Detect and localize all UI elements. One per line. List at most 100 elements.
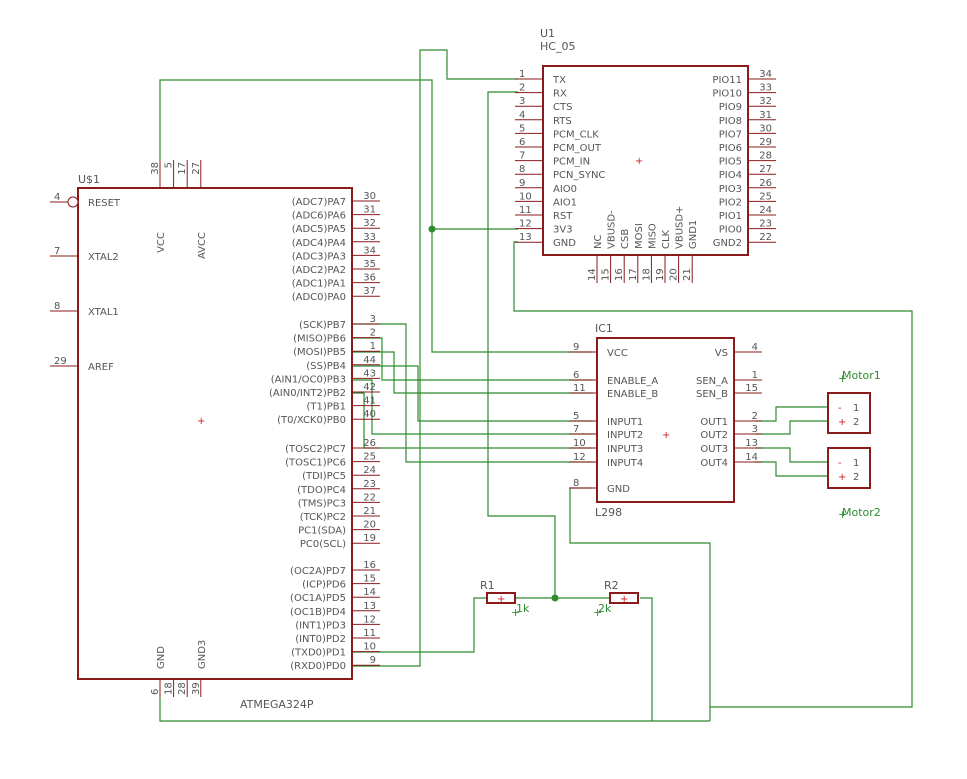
pin-name: (ADC1)PA1	[292, 279, 346, 290]
r2-ref: R2	[604, 579, 619, 592]
atmega-ref: U$1	[78, 173, 100, 186]
pin-name: PIO11	[712, 75, 742, 86]
pin-name: VS	[715, 348, 728, 359]
pin-name: CTS	[553, 102, 572, 113]
wire-out3-m2p1	[755, 447, 828, 463]
atmega-chip: U$1 ATMEGA324P + 4RESET7XTAL28XTAL129ARE…	[50, 160, 380, 711]
pin-number: 19	[655, 268, 666, 281]
motor2-body	[827, 447, 871, 489]
pin-name: PIO5	[719, 157, 742, 168]
junction-vcc	[428, 225, 436, 233]
r2-origin-mark: +	[620, 594, 628, 605]
pin-number: 7	[573, 424, 579, 435]
pin-number: 6	[573, 370, 579, 381]
pin-name: (RXD0)PD0	[290, 661, 346, 672]
wire-r2-gnd	[640, 597, 653, 721]
pin-number: 8	[519, 164, 525, 175]
pin-name: VCC	[607, 348, 628, 359]
pin-name: ENABLE_B	[607, 389, 658, 400]
pin-name: AIO1	[553, 197, 577, 208]
pin-name: (OC1B)PD4	[290, 607, 346, 618]
pin-number: 23	[759, 219, 772, 230]
pin-name: GND	[156, 646, 167, 669]
r2-value: 2k	[598, 602, 612, 615]
motor2-pin2: 2	[853, 472, 859, 483]
motor1-ref-mark: +	[838, 372, 847, 385]
pin-name: (ADC3)PA3	[292, 251, 346, 262]
pin-name: (ADC0)PA0	[292, 292, 346, 303]
pin-number: 1	[519, 69, 525, 80]
l298-driver: IC1 L298 + 9VCC6ENABLE_A11ENABLE_B5INPUT…	[569, 322, 762, 519]
pin-number: 20	[363, 520, 376, 531]
l298-ref: IC1	[595, 322, 613, 335]
wire-pb5-enb	[352, 351, 593, 394]
pin-name: 3V3	[553, 225, 573, 236]
pin-number: 25	[363, 452, 376, 463]
pin-number: 16	[614, 268, 625, 281]
resistor-r1: R1 1k + +	[480, 579, 530, 619]
pin-name: (TCK)PC2	[300, 512, 346, 523]
pin-number: 34	[363, 245, 376, 256]
wire-u1-gnd	[513, 241, 913, 708]
pin-number: 24	[363, 465, 376, 476]
pin-number: 10	[363, 642, 376, 653]
pin-number: 36	[363, 273, 376, 284]
pin-number: 5	[573, 411, 579, 422]
pin-number: 9	[519, 178, 525, 189]
pin-number: 3	[370, 314, 376, 325]
pin-name: PCM_OUT	[553, 143, 602, 154]
r2-value-mark: +	[593, 606, 602, 619]
pin-number: 14	[587, 268, 598, 281]
pin-name: PCM_IN	[553, 157, 590, 168]
pin-number: 25	[759, 191, 772, 202]
pin-number: 13	[745, 438, 758, 449]
pin-number: 15	[601, 268, 612, 281]
pin-number: 18	[641, 268, 652, 281]
pin-number: 4	[54, 192, 60, 203]
pin-number: 28	[177, 682, 188, 695]
pin-name: GND1	[688, 220, 699, 249]
pin-name: (ADC7)PA7	[292, 197, 346, 208]
r2-body	[609, 592, 639, 604]
motor1-pin1-mark: -	[838, 403, 842, 414]
atmega-value: ATMEGA324P	[240, 698, 314, 711]
pin-name: PIO0	[719, 225, 742, 236]
pin-number: 23	[363, 479, 376, 490]
pin-name: MOSI	[634, 223, 645, 249]
motor2-ref-mark: +	[838, 508, 847, 521]
pin-number: 31	[363, 205, 376, 216]
reset-inversion-bubble	[67, 196, 79, 208]
pin-name: CSB	[620, 229, 631, 249]
pin-number: 6	[519, 137, 525, 148]
pin-number: 29	[759, 137, 772, 148]
pin-number: 3	[752, 424, 758, 435]
l298-value: L298	[595, 506, 622, 519]
pin-name: (INT1)PD3	[295, 620, 346, 631]
pin-number: 2	[370, 328, 376, 339]
pin-number: 1	[370, 341, 376, 352]
l298-origin-mark: +	[662, 430, 670, 441]
r1-value-mark: +	[511, 606, 520, 619]
pin-name: MISO	[647, 223, 658, 249]
motor2-pin2-mark: +	[838, 472, 846, 483]
pin-name: (TXD0)PD1	[291, 648, 346, 659]
pin-name: XTAL1	[88, 307, 119, 318]
atmega-body	[77, 187, 353, 680]
motor2-pin1-mark: -	[838, 458, 842, 469]
pin-name: (TOSC1)PC6	[285, 458, 346, 469]
pin-number: 38	[150, 162, 161, 175]
pin-number: 21	[682, 268, 693, 281]
pin-number: 37	[363, 286, 376, 297]
pin-name: (OC2A)PD7	[290, 566, 346, 577]
pin-name: GND2	[713, 238, 742, 249]
pin-number: 2	[519, 83, 525, 94]
r1-value: 1k	[516, 602, 530, 615]
pin-number: 11	[519, 205, 532, 216]
pin-name: PIO8	[719, 116, 742, 127]
pin-name: (INT0)PD2	[295, 634, 346, 645]
pin-number: 43	[363, 368, 376, 379]
pin-name: (TDO)PC4	[297, 485, 346, 496]
pin-number: 13	[519, 232, 532, 243]
